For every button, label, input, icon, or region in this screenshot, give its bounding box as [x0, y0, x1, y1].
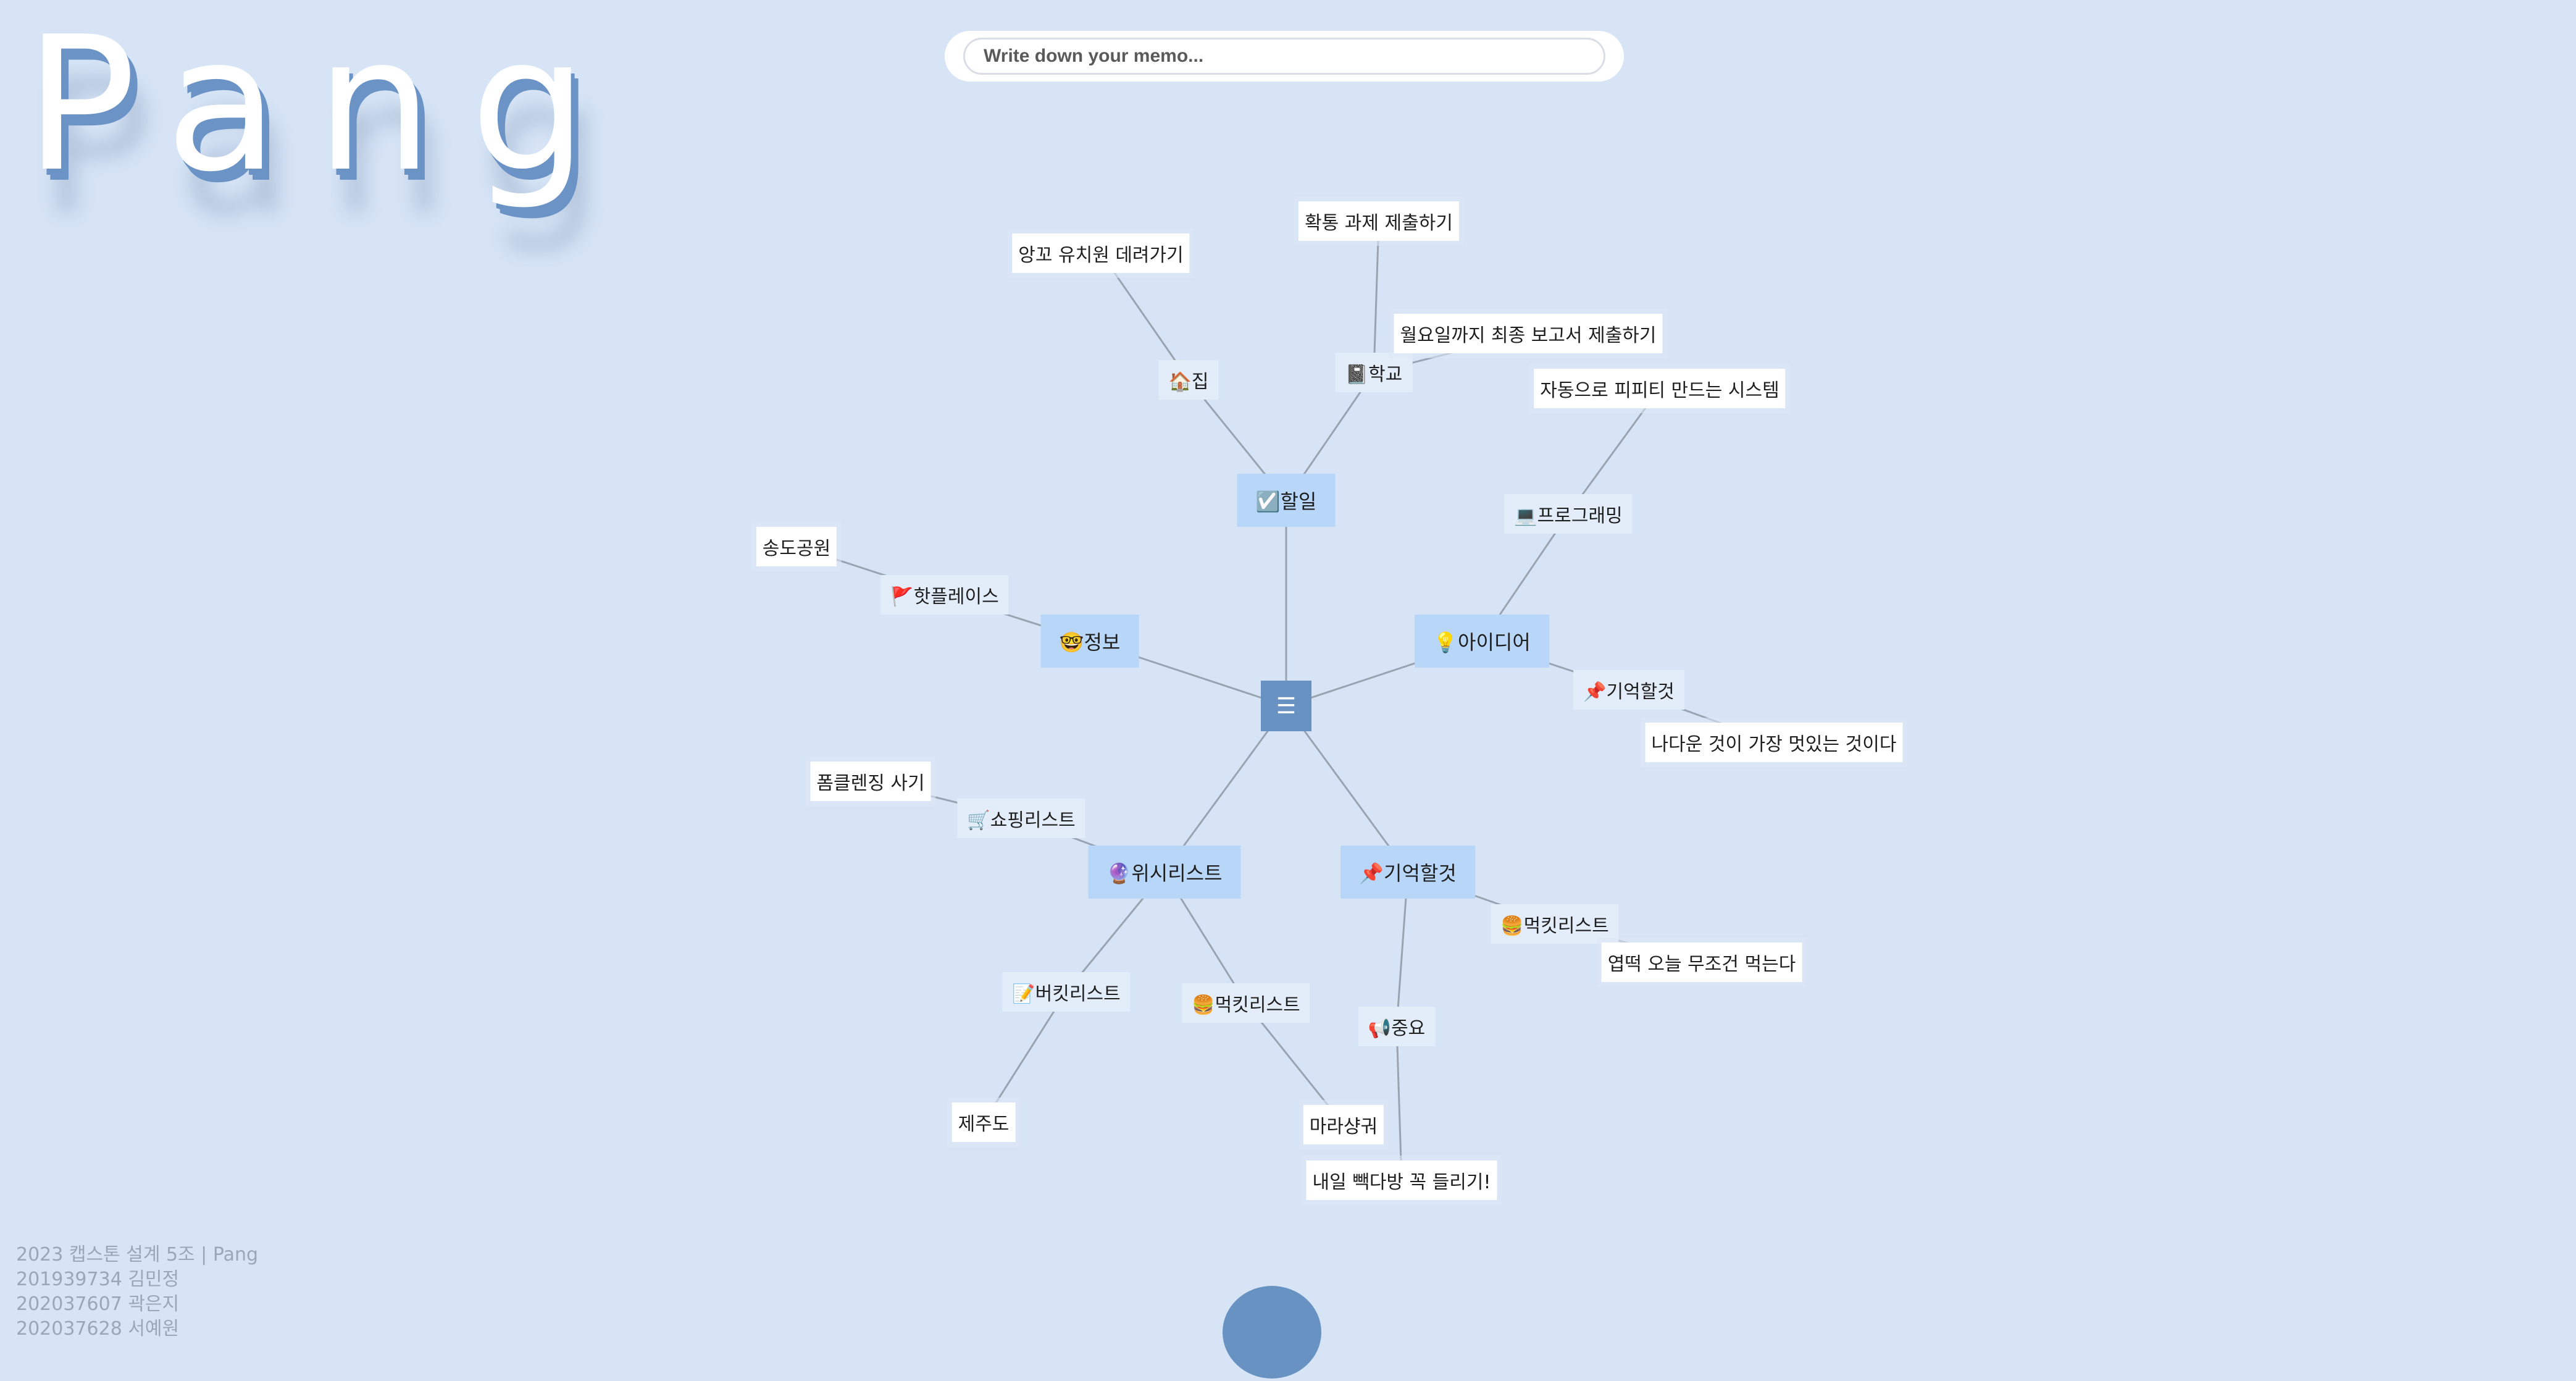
memo-leaf[interactable]: 내일 빽다방 꼭 들리기!: [1306, 1161, 1497, 1200]
category-node-todo[interactable]: ☑️할일: [1237, 474, 1336, 527]
memo-leaf[interactable]: 나다운 것이 가장 멋있는 것이다: [1645, 723, 1903, 762]
subnode-programming[interactable]: 💻프로그래밍: [1504, 494, 1633, 534]
mindmap-link: [1100, 253, 1190, 380]
credits-line: 2023 캡스톤 설계 5조 | Pang: [16, 1244, 259, 1266]
memo-leaf[interactable]: 월요일까지 최종 보고서 제출하기: [1394, 314, 1663, 353]
mindmap-link: [982, 991, 1068, 1123]
credits-line: 201939734 김민정: [16, 1269, 180, 1290]
memo-input[interactable]: [963, 38, 1605, 75]
mindmap-link: [1163, 705, 1287, 873]
category-node-wishlist[interactable]: 🔮위시리스트: [1088, 846, 1241, 899]
memo-leaf[interactable]: 확통 과제 제출하기: [1298, 201, 1459, 241]
category-node-idea[interactable]: 💡아이디어: [1415, 615, 1549, 668]
subnode-remember[interactable]: 📌기억할것: [1573, 670, 1684, 710]
category-node-remember[interactable]: 📌기억할것: [1340, 846, 1475, 899]
subnode-food-list-2[interactable]: 🍔먹킷리스트: [1182, 983, 1310, 1023]
mindmap-root-node[interactable]: ☰: [1261, 681, 1311, 731]
subnode-hot-place[interactable]: 🚩핫플레이스: [880, 575, 1009, 615]
credits-footer: 2023 캡스톤 설계 5조 | Pang 201939734 김민정 2020…: [16, 1243, 258, 1341]
subnode-shopping-list[interactable]: 🛒쇼핑리스트: [957, 799, 1085, 838]
memo-leaf[interactable]: 앙꼬 유치원 데려가기: [1012, 233, 1190, 273]
memo-leaf[interactable]: 송도공원: [756, 527, 837, 566]
memo-leaf[interactable]: 제주도: [951, 1102, 1016, 1142]
add-memo-button[interactable]: [1223, 1286, 1321, 1379]
subnode-important[interactable]: 📢중요: [1358, 1007, 1436, 1046]
credits-line: 202037628 서예원: [16, 1318, 180, 1340]
mindmap-link: [1567, 388, 1661, 514]
mindmap-link: [1373, 220, 1380, 373]
credits-line: 202037607 곽은지: [16, 1293, 180, 1315]
app-logo: Pang: [25, 0, 625, 212]
memo-leaf[interactable]: 마라샹궈: [1303, 1105, 1384, 1144]
memo-leaf[interactable]: 자동으로 피피티 만드는 시스템: [1534, 369, 1786, 408]
mindmap-link: [1395, 1026, 1403, 1181]
category-node-info[interactable]: 🤓정보: [1040, 615, 1139, 668]
subnode-school[interactable]: 📓학교: [1335, 353, 1413, 392]
memo-leaf[interactable]: 폼클렌징 사기: [810, 762, 931, 801]
subnode-home[interactable]: 🏠집: [1158, 360, 1219, 400]
subnode-food-list[interactable]: 🍔먹킷리스트: [1491, 904, 1619, 944]
memo-bar: [945, 31, 1624, 82]
mindmap-link: [1245, 1002, 1345, 1125]
mindmap-link: [1285, 705, 1409, 873]
subnode-bucket-list[interactable]: 📝버킷리스트: [1002, 972, 1131, 1012]
memo-leaf[interactable]: 엽떡 오늘 무조건 먹는다: [1601, 942, 1802, 982]
